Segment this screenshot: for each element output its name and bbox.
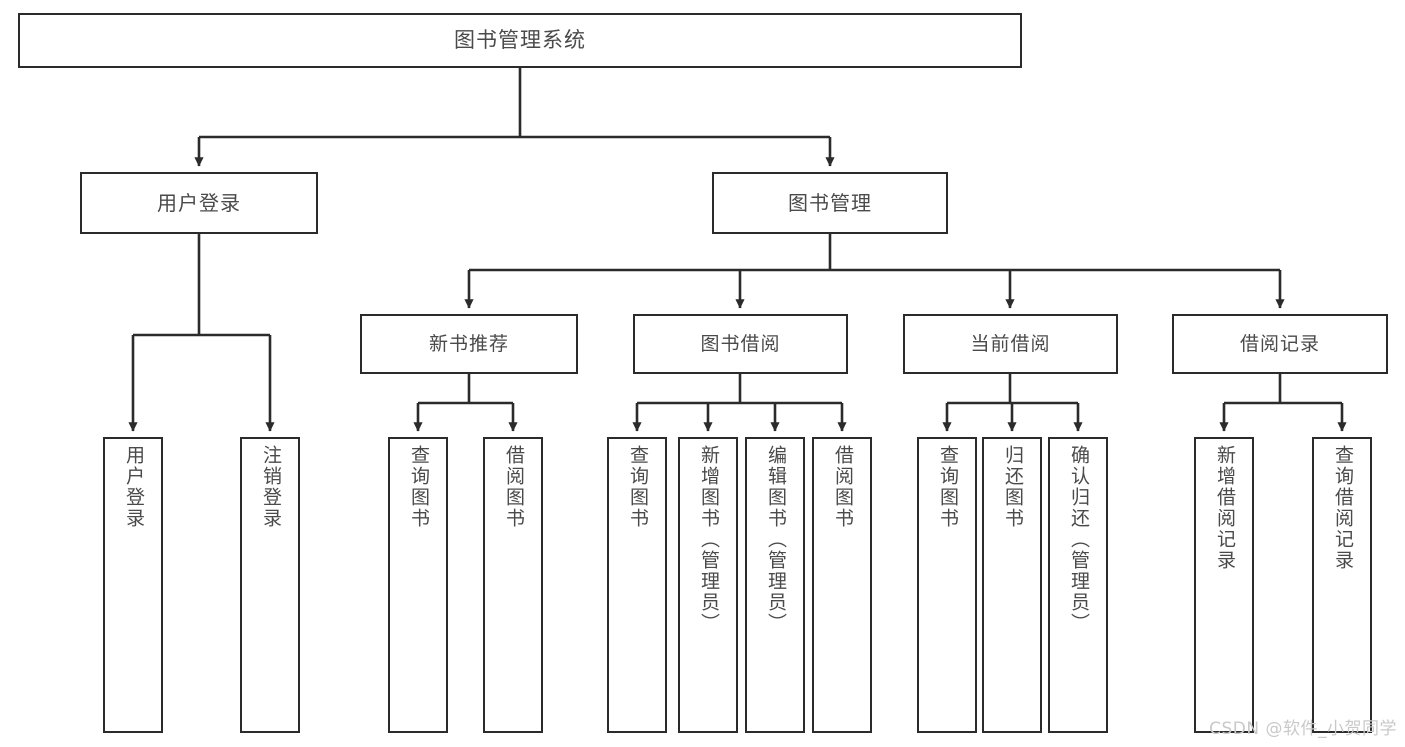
- node-current-borrow-label: 当前借阅: [970, 332, 1051, 355]
- leaf-label: 用户登录: [122, 445, 145, 529]
- leaf-label: 新增图书（管理员）: [697, 445, 720, 634]
- leaf-current-borrow-confirm-return[interactable]: 确认归还（管理员）: [1048, 437, 1108, 733]
- leaf-label: 查询图书: [936, 445, 959, 529]
- leaf-borrow-record-query-record[interactable]: 查询借阅记录: [1312, 437, 1372, 733]
- leaf-label: 注销登录: [259, 445, 282, 529]
- leaf-label: 编辑图书（管理员）: [764, 445, 787, 634]
- leaf-borrow-record-add-record[interactable]: 新增借阅记录: [1194, 437, 1254, 733]
- leaf-current-borrow-return-book[interactable]: 归还图书: [982, 437, 1042, 733]
- leaf-label: 查询图书: [407, 445, 430, 529]
- leaf-book-borrow-edit-book[interactable]: 编辑图书（管理员）: [745, 437, 805, 733]
- leaf-book-borrow-borrow-book[interactable]: 借阅图书: [812, 437, 872, 733]
- node-user-login-label: 用户登录: [157, 191, 241, 215]
- node-borrow-record-label: 借阅记录: [1239, 332, 1320, 355]
- leaf-label: 新增借阅记录: [1213, 445, 1236, 571]
- leaf-label: 归还图书: [1001, 445, 1024, 529]
- node-new-book-recommend[interactable]: 新书推荐: [360, 314, 578, 374]
- node-new-book-recommend-label: 新书推荐: [428, 332, 509, 355]
- leaf-label: 查询借阅记录: [1331, 445, 1354, 571]
- node-root-label: 图书管理系统: [454, 28, 586, 52]
- csdn-watermark: CSDN @软件_小贺同学: [1209, 719, 1397, 739]
- leaf-new-book-query-book[interactable]: 查询图书: [388, 437, 448, 733]
- leaf-label: 借阅图书: [831, 445, 854, 529]
- node-book-borrow-label: 图书借阅: [700, 332, 781, 355]
- node-root[interactable]: 图书管理系统: [18, 13, 1022, 68]
- node-book-management-label: 图书管理: [788, 191, 872, 215]
- leaf-label: 确认归还（管理员）: [1067, 445, 1090, 634]
- node-borrow-record[interactable]: 借阅记录: [1172, 314, 1388, 374]
- node-book-borrow[interactable]: 图书借阅: [633, 314, 848, 374]
- node-user-login[interactable]: 用户登录: [80, 172, 318, 234]
- leaf-label: 借阅图书: [502, 445, 525, 529]
- node-current-borrow[interactable]: 当前借阅: [903, 314, 1118, 374]
- leaf-user-login-login[interactable]: 用户登录: [103, 437, 163, 733]
- leaf-book-borrow-query-book[interactable]: 查询图书: [607, 437, 667, 733]
- leaf-book-borrow-add-book[interactable]: 新增图书（管理员）: [678, 437, 738, 733]
- leaf-new-book-borrow-book[interactable]: 借阅图书: [483, 437, 543, 733]
- leaf-label: 查询图书: [626, 445, 649, 529]
- leaf-current-borrow-query-book[interactable]: 查询图书: [917, 437, 977, 733]
- node-book-management[interactable]: 图书管理: [712, 172, 948, 234]
- leaf-user-login-logout[interactable]: 注销登录: [240, 437, 300, 733]
